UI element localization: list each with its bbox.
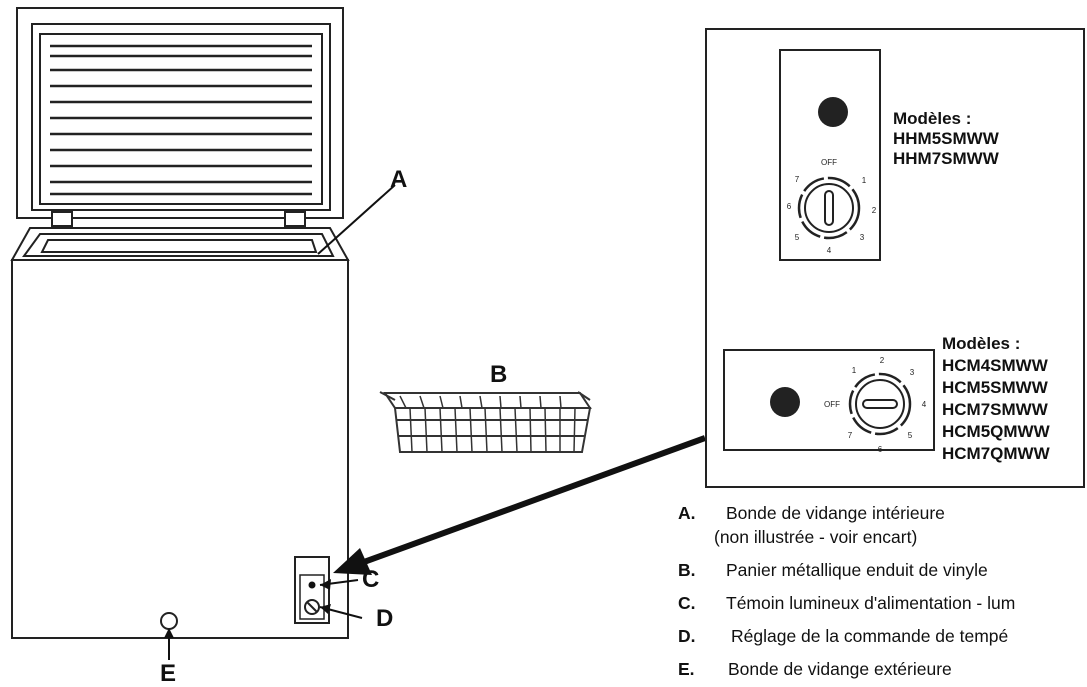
external-drain-plug <box>160 612 178 630</box>
callout-e: E <box>160 660 177 687</box>
dial2-num-2: 2 <box>880 356 885 365</box>
legend-row-a-sub: (non illustrée - voir encart) <box>678 527 1087 551</box>
dial2-num-1: 1 <box>852 366 857 375</box>
dial2-num-7: 7 <box>848 431 853 440</box>
dial2-off-label: OFF <box>824 400 840 409</box>
control-panel-vertical <box>779 49 881 261</box>
legend-row-c: C. Témoin lumineux d'alimentation - lum <box>678 593 1087 617</box>
dial1-off-label: OFF <box>821 158 837 167</box>
inset-pointer-head <box>333 548 372 575</box>
hinge-left <box>51 211 73 227</box>
parts-legend: A. Bonde de vidange intérieure (non illu… <box>678 503 1087 683</box>
hinge-right <box>284 211 306 227</box>
legend-subtext: (non illustrée - voir encart) <box>714 527 918 547</box>
legend-row-d: D. Réglage de la commande de tempé <box>678 626 1087 650</box>
arrow-head-e <box>164 628 174 638</box>
cabinet-body <box>11 259 349 639</box>
callout-b: B <box>490 361 508 388</box>
model-group-1-heading: Modèles : <box>893 109 972 128</box>
cabinet-top <box>10 227 350 261</box>
model-item: HCM7QMWW <box>942 444 1050 463</box>
dial1-num-2: 2 <box>872 206 877 215</box>
legend-text: Réglage de la commande de tempé <box>731 626 1009 646</box>
legend-row-a: A. Bonde de vidange intérieure <box>678 503 1087 527</box>
model-item: HCM5QMWW <box>942 422 1050 441</box>
dial2-num-4: 4 <box>922 400 927 409</box>
model-item: HCM4SMWW <box>942 356 1048 375</box>
cabinet-control-panel <box>294 556 330 624</box>
inset-pointer-arrow <box>340 435 707 573</box>
arrow-head-d <box>320 604 331 614</box>
dial1-num-7: 7 <box>795 175 800 184</box>
dial1-num-5: 5 <box>795 233 800 242</box>
inset-frame <box>705 28 1085 488</box>
model-item: HHM7SMWW <box>893 149 999 168</box>
dial2-num-6: 6 <box>878 445 883 454</box>
legend-key: A. <box>678 503 696 523</box>
legend-text: Bonde de vidange extérieure <box>728 659 952 679</box>
legend-key: B. <box>678 560 696 580</box>
dial1-num-3: 3 <box>860 233 865 242</box>
model-item: HHM5SMWW <box>893 129 999 148</box>
callout-a: A <box>390 166 408 193</box>
model-item: HCM7SMWW <box>942 400 1048 419</box>
legend-text: Témoin lumineux d'alimentation - lum <box>726 593 1016 613</box>
control-panel-horizontal <box>723 349 935 451</box>
dial1-num-1: 1 <box>862 176 867 185</box>
legend-row-b: B. Panier métallique enduit de vinyle <box>678 560 1087 584</box>
callout-c: C <box>362 566 380 593</box>
dial2-num-3: 3 <box>910 368 915 377</box>
basket-illustration <box>379 391 592 453</box>
dial1-num-4: 4 <box>827 246 832 255</box>
model-group-2-heading: Modèles : <box>942 334 1021 353</box>
callout-d: D <box>376 605 394 632</box>
legend-text: Bonde de vidange intérieure <box>726 503 945 523</box>
legend-key: C. <box>678 593 696 613</box>
legend-row-e: E. Bonde de vidange extérieure <box>678 659 1087 683</box>
arrow-head-c <box>320 579 331 590</box>
freezer-lid <box>16 7 344 219</box>
model-group-2: Modèles : HCM4SMWW HCM5SMWW HCM7SMWW HCM… <box>942 333 1050 465</box>
legend-key: E. <box>678 659 695 679</box>
model-group-1: Modèles : HHM5SMWW HHM7SMWW <box>893 109 999 169</box>
dial1-num-6: 6 <box>787 202 792 211</box>
model-item: HCM5SMWW <box>942 378 1048 397</box>
legend-text: Panier métallique enduit de vinyle <box>726 560 988 580</box>
dial2-num-5: 5 <box>908 431 913 440</box>
legend-key: D. <box>678 626 696 646</box>
